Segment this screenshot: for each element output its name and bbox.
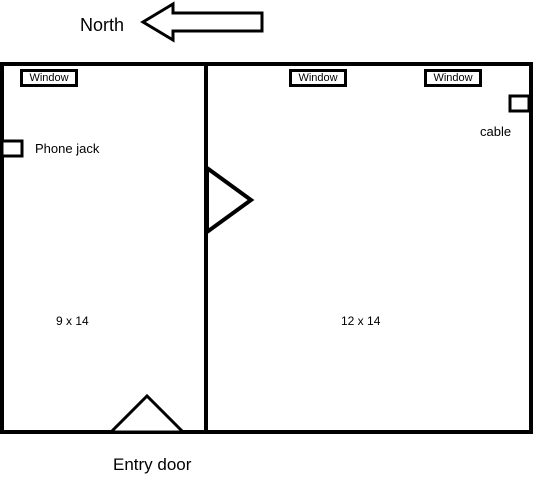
north-label: North bbox=[80, 15, 125, 35]
entry-door-icon bbox=[107, 393, 187, 434]
window-right-room-2: Window bbox=[424, 69, 482, 87]
phone-jack-icon bbox=[0, 139, 24, 158]
phone-jack-label: Phone jack bbox=[35, 141, 100, 156]
right-room-size: 12 x 14 bbox=[341, 314, 381, 328]
north-arrow-icon bbox=[140, 1, 264, 43]
window-right-room-1: Window bbox=[289, 69, 347, 87]
entry-door-label: Entry door bbox=[113, 455, 192, 474]
window-left-room: Window bbox=[20, 69, 78, 87]
interior-door-icon bbox=[205, 164, 255, 236]
outer-wall bbox=[0, 62, 533, 434]
left-room-size: 9 x 14 bbox=[56, 314, 89, 328]
cable-label: cable bbox=[480, 124, 512, 139]
cable-outlet-icon bbox=[508, 94, 531, 113]
